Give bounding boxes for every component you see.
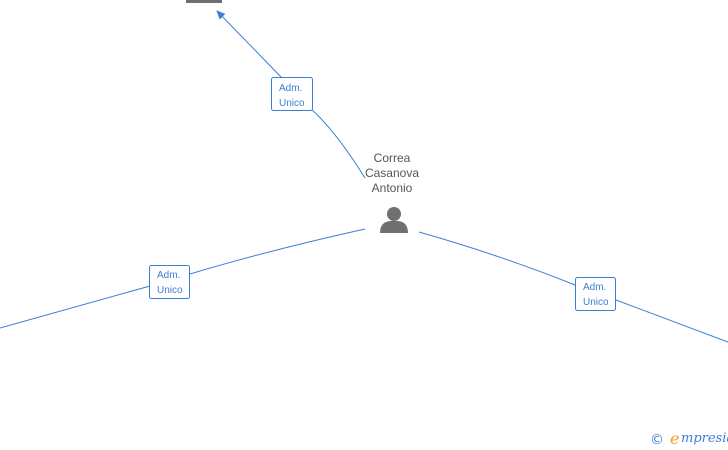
edge-label-line: Unico bbox=[583, 297, 609, 308]
edge-label[interactable]: Adm. Unico bbox=[149, 265, 190, 299]
building-icon bbox=[186, 0, 222, 3]
edge-line bbox=[0, 228, 366, 329]
edge-label-line: Unico bbox=[157, 285, 183, 296]
company-node[interactable] bbox=[186, 0, 222, 3]
person-node[interactable]: Correa Casanova Antonio bbox=[365, 151, 419, 233]
edge-label[interactable]: Adm. Unico bbox=[575, 277, 616, 311]
edge-label[interactable]: Adm. Unico bbox=[271, 77, 313, 111]
person-name-line: Casanova bbox=[365, 166, 419, 180]
edge-label-line: Unico bbox=[279, 98, 305, 109]
edge-label-line: Adm. bbox=[157, 270, 180, 281]
person-name-line: Antonio bbox=[372, 181, 413, 195]
person-name-line: Correa bbox=[374, 151, 411, 165]
edge-line bbox=[418, 231, 728, 343]
copyright-icon: © bbox=[650, 432, 664, 448]
brand-logo: © e mpresia bbox=[650, 429, 728, 448]
brand-name: mpresia bbox=[681, 431, 728, 446]
edge-label-line: Adm. bbox=[279, 83, 302, 94]
person-icon bbox=[380, 207, 408, 233]
brand-initial: e bbox=[670, 429, 679, 448]
edge-label-line: Adm. bbox=[583, 282, 606, 293]
